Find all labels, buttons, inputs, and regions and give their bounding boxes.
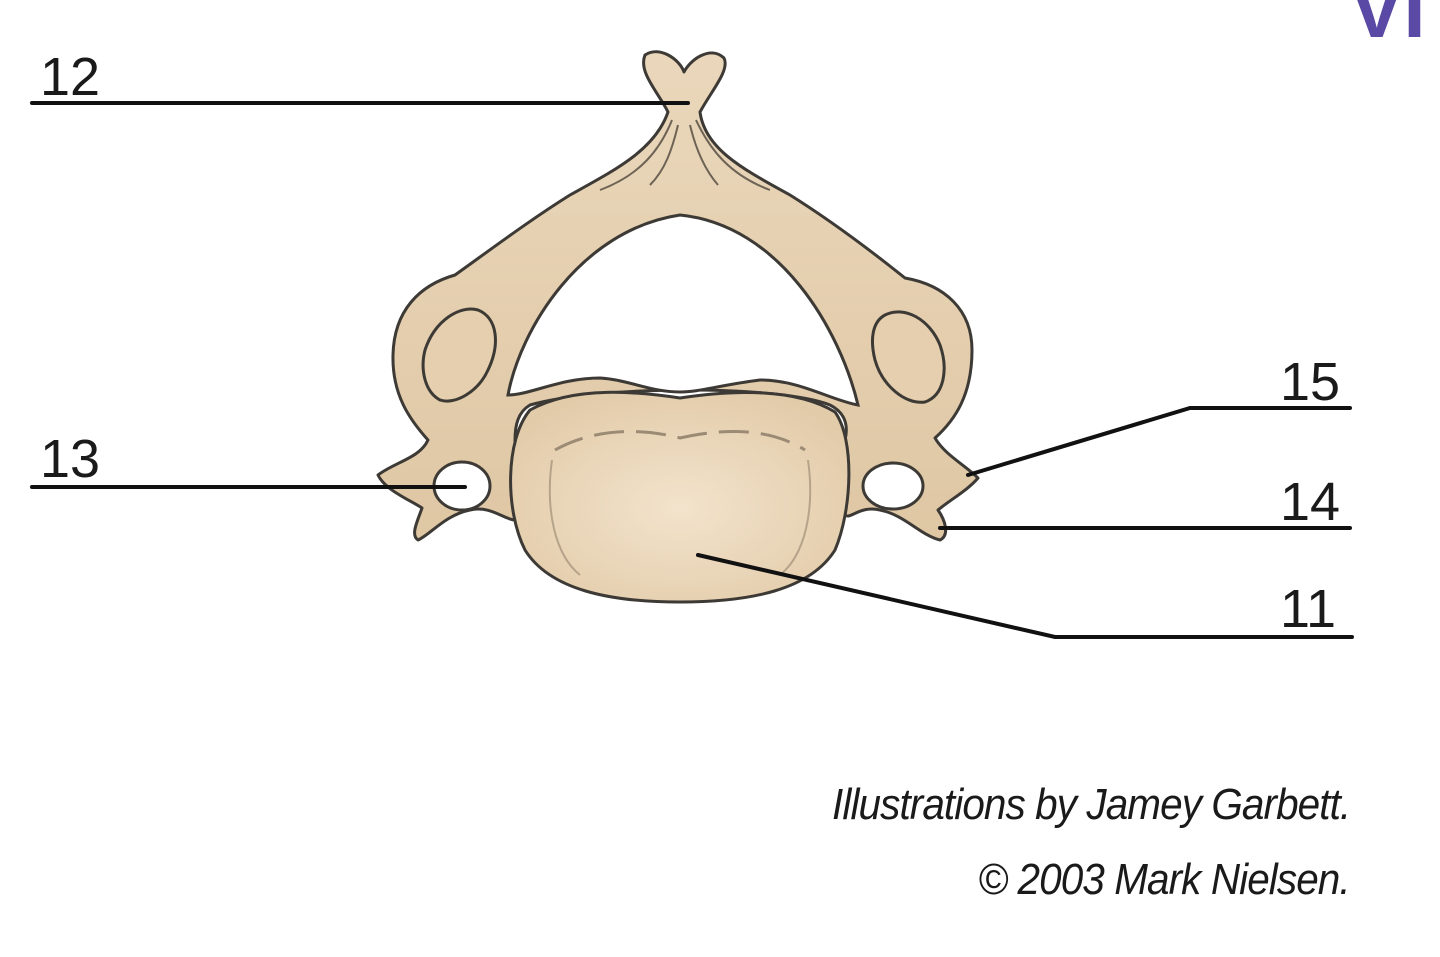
label-15: 15	[1280, 352, 1341, 412]
corner-title-fragment: VI	[1350, 0, 1426, 54]
articular-facet-right	[871, 310, 946, 404]
credit-illustrator: Illustrations by Jamey Garbett.	[831, 780, 1351, 829]
leader-line-15	[966, 406, 1352, 477]
leader-line-11	[696, 553, 1354, 639]
label-13: 13	[40, 429, 101, 489]
vertebral-foramen	[506, 213, 860, 407]
articular-facet-left	[421, 307, 497, 403]
credit-copyright: © 2003 Mark Nielsen.	[978, 855, 1351, 904]
label-12: 12	[40, 47, 101, 107]
label-11: 11	[1280, 579, 1337, 639]
label-14: 14	[1280, 472, 1341, 532]
leader-lines	[30, 101, 1354, 639]
vertebral-body	[509, 390, 851, 604]
transverse-foramen-right	[861, 461, 925, 511]
